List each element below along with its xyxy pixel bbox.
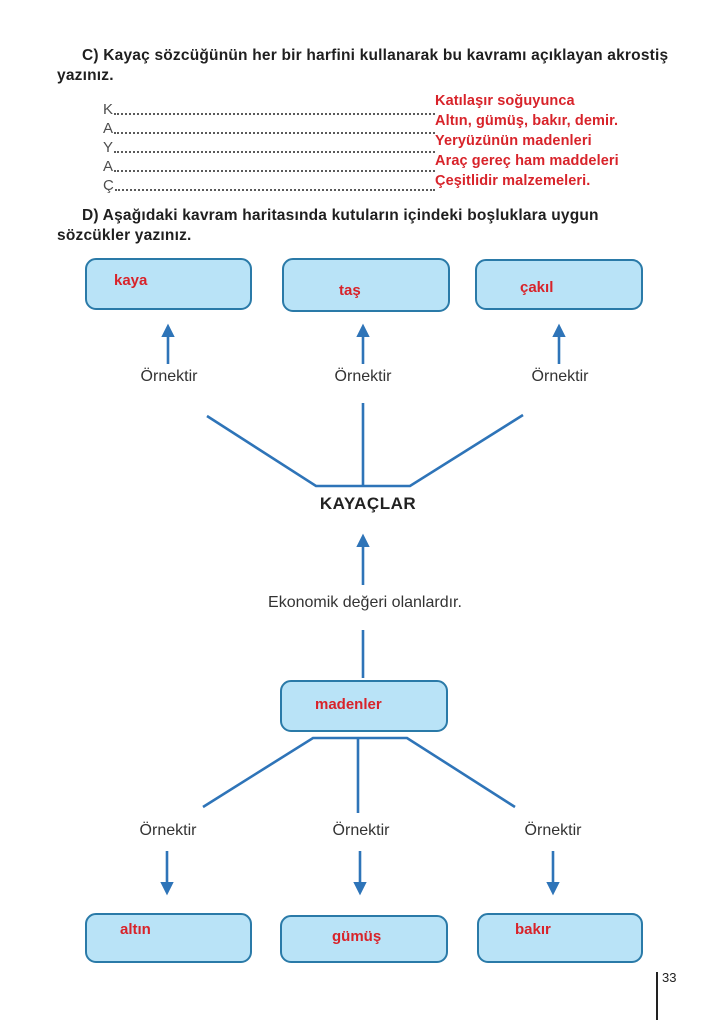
acrostic-answer: Altın, gümüş, bakır, demir. [435,113,619,129]
acrostic-row: A [103,156,435,175]
concept-box-altin: altın [85,913,252,963]
dotted-answer-line [114,113,435,115]
section-c-heading: C) Kayaç sözcüğünün her bir harfini kull… [57,47,669,84]
concept-box-label: taş [339,282,361,299]
acrostic-answer: Katılaşır soğuyunca [435,93,575,109]
acrostic-row: Ç [103,175,435,194]
page-number-rule [656,972,658,1020]
dotted-answer-line [114,170,435,172]
concept-box-label: gümüş [332,928,382,945]
madenler-branch-lines [202,736,516,809]
acrostic-exercise: K A Y A Ç [103,99,435,194]
acrostic-letter: Ç [103,177,114,194]
page-number: 33 [662,970,677,985]
center-node-kayaclar: KAYAÇLAR [319,494,417,513]
acrostic-letter: Y [103,139,114,156]
ornektir-label: Örnektir [334,368,392,385]
concept-box-tas: taş [282,258,450,312]
acrostic-answer: Araç gereç ham maddeleri [435,153,619,169]
ornektir-label: Örnektir [139,822,197,839]
acrostic-letter: A [103,120,114,137]
concept-box-label: bakır [515,921,551,938]
concept-box-label: altın [120,921,151,938]
section-d-heading: D) Aşağıdaki kavram haritasında kutuları… [57,207,599,244]
kayaclar-branch-lines [206,413,524,488]
dotted-answer-line [114,151,435,153]
concept-box-bakir: bakır [477,913,643,963]
acrostic-answers: Katılaşır soğuyunca Altın, gümüş, bakır,… [435,91,675,191]
acrostic-row: K [103,99,435,118]
concept-box-label: kaya [114,272,148,289]
ornektir-label: Örnektir [524,822,582,839]
acrostic-row: A [103,118,435,137]
concept-box-madenler: madenler [280,680,448,732]
concept-box-cakil: çakıl [475,259,643,310]
acrostic-letter: A [103,158,114,175]
ornektir-label: Örnektir [332,822,390,839]
ornektir-label: Örnektir [531,368,589,385]
ornektir-label: Örnektir [140,368,198,385]
concept-box-kaya: kaya [85,258,252,310]
concept-box-label: madenler [315,696,382,713]
dotted-answer-line [114,189,435,191]
acrostic-answer: Çeşitlidir malzemeleri. [435,173,591,189]
concept-box-label: çakıl [520,279,554,296]
relation-text: Ekonomik değeri olanlardır. [268,594,462,611]
acrostic-letter: K [103,101,114,118]
dotted-answer-line [114,132,435,134]
acrostic-answer: Yeryüzünün madenleri [435,133,592,149]
concept-box-gumus: gümüş [280,915,448,963]
acrostic-row: Y [103,137,435,156]
